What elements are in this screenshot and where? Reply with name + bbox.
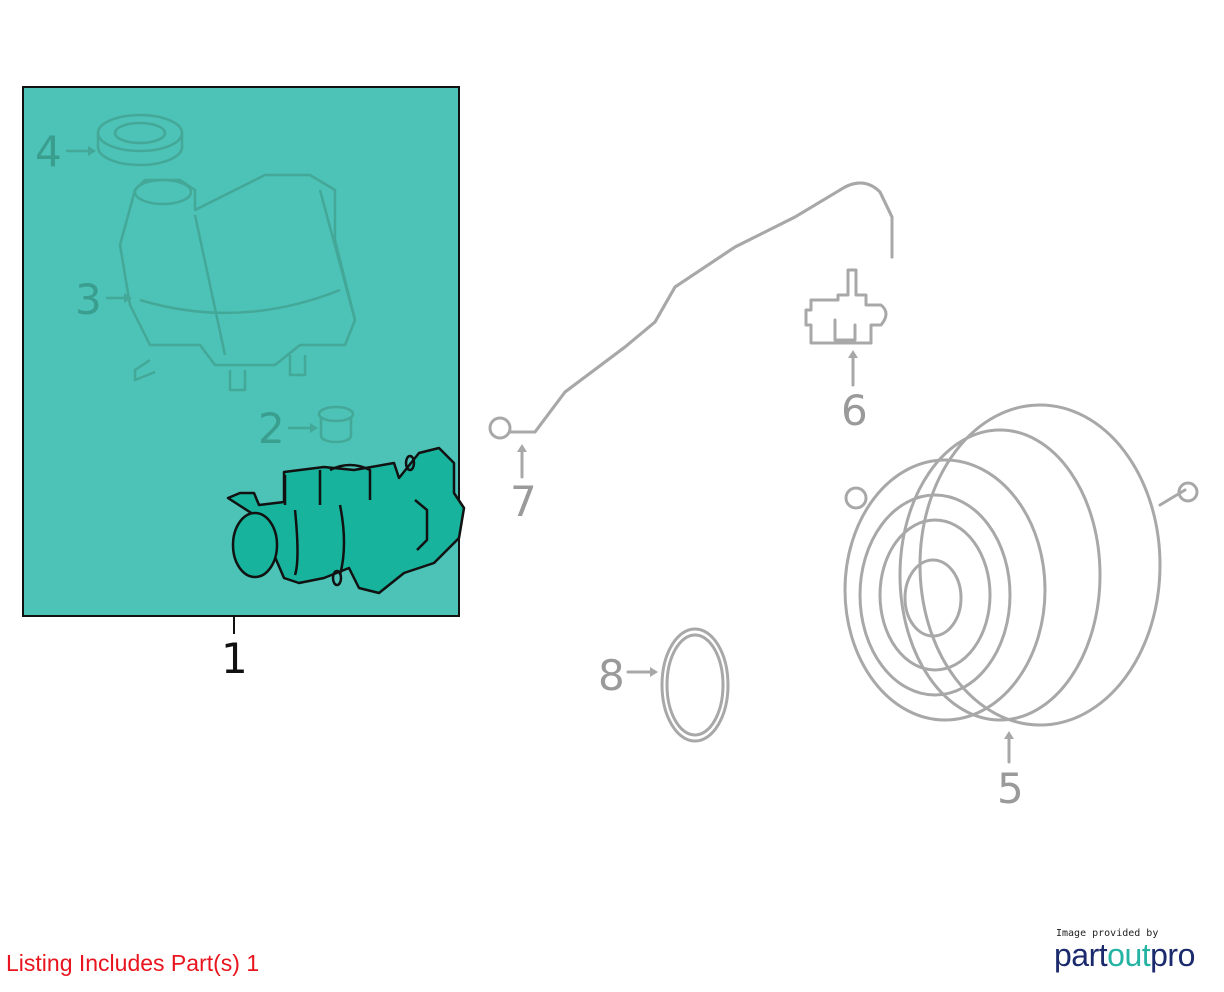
check-valve-part-6[interactable] <box>804 268 888 345</box>
callout-7[interactable]: 7 <box>510 477 537 526</box>
callout-8[interactable]: 8 <box>598 651 625 700</box>
callout-5[interactable]: 5 <box>997 764 1024 813</box>
callout-4[interactable]: 4 <box>35 127 62 176</box>
callout-2[interactable]: 2 <box>258 404 285 453</box>
brake-booster-part-5[interactable] <box>843 403 1199 727</box>
reservoir-cap-part-4[interactable] <box>96 113 184 167</box>
listing-includes-text: Listing Includes Part(s) 1 <box>6 950 260 976</box>
logo-brand-out: out <box>1107 937 1151 973</box>
grommet-part-2[interactable] <box>317 405 355 444</box>
vacuum-hose-part-7[interactable] <box>488 181 894 440</box>
callout-1[interactable]: 1 <box>221 634 248 683</box>
master-cylinder-part-1[interactable] <box>226 446 466 595</box>
callout-3[interactable]: 3 <box>75 275 102 324</box>
logo-brand-pro: pro <box>1150 937 1195 973</box>
seal-ring-part-8[interactable] <box>660 627 730 743</box>
callout-6[interactable]: 6 <box>841 386 868 435</box>
logo-brand: partoutpro <box>1054 939 1195 971</box>
logo-caption: Image provided by <box>1056 928 1159 939</box>
partoutpro-logo: Image provided by partoutpro <box>1054 928 1195 971</box>
reservoir-part-3[interactable] <box>118 173 357 392</box>
logo-brand-part: part <box>1054 937 1108 973</box>
